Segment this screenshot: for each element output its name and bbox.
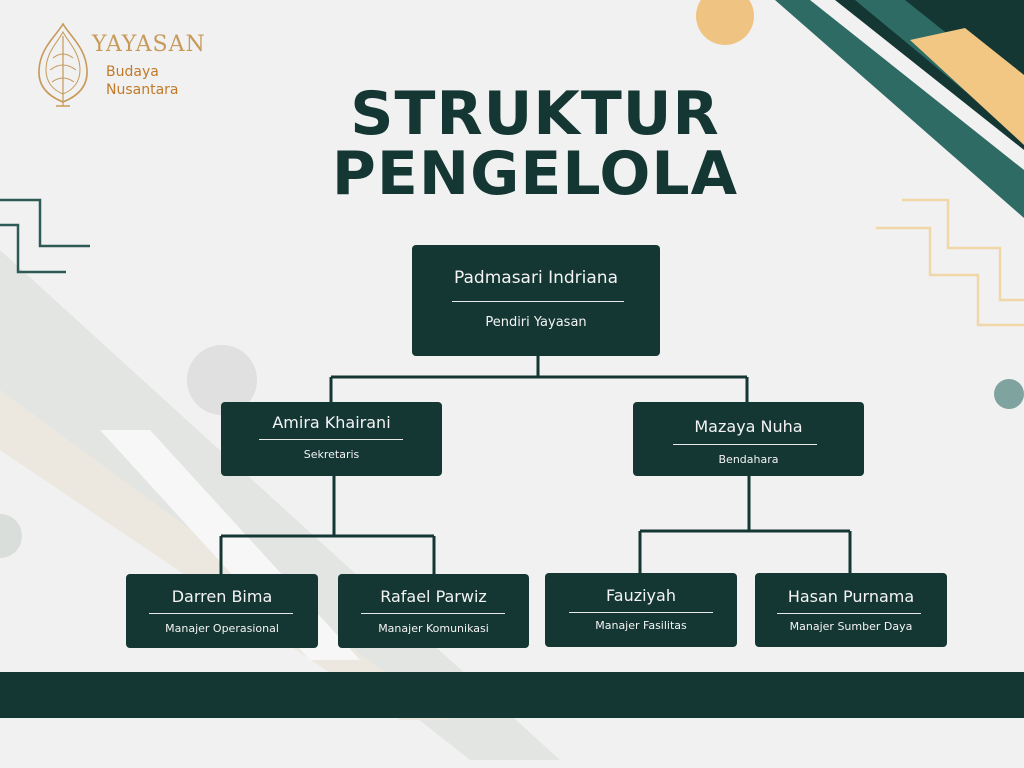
brand-subtitle: Budaya Nusantara (106, 63, 226, 99)
node-name: Darren Bima (171, 587, 273, 606)
page-title-line1: STRUKTUR (350, 79, 720, 149)
gold-stripe (910, 28, 1024, 145)
node-role: Manajer Komunikasi (378, 622, 489, 635)
connector-root (329, 356, 749, 402)
right-zigzag-1 (902, 198, 1024, 302)
teal-stripe-1 (775, 0, 1024, 218)
grey-circle (187, 345, 257, 415)
node-role: Bendahara (718, 453, 779, 466)
node-left-child-1: Darren Bima Manajer Operasional (126, 574, 318, 648)
node-role: Manajer Sumber Daya (789, 620, 913, 633)
node-right-child-1: Fauziyah Manajer Fasilitas (545, 573, 737, 647)
gold-circle (696, 0, 754, 45)
grey-circle-small (0, 514, 22, 558)
teal-circle (994, 379, 1024, 409)
node-divider (149, 613, 293, 614)
left-zigzag-1 (0, 198, 90, 248)
node-right: Mazaya Nuha Bendahara (633, 402, 864, 476)
page-title: STRUKTUR PENGELOLA (280, 84, 790, 204)
gunungan-logo (38, 22, 88, 107)
right-zigzag-2 (876, 226, 1024, 327)
node-divider (361, 613, 505, 614)
brand-subtitle-line2: Nusantara (106, 82, 179, 98)
brand-word: YAYASAN (92, 32, 206, 57)
node-divider (777, 613, 921, 614)
connector-left (219, 476, 436, 574)
node-role: Sekretaris (303, 448, 360, 461)
node-left: Amira Khairani Sekretaris (221, 402, 442, 476)
node-name: Padmasari Indriana (454, 268, 618, 288)
node-name: Fauziyah (606, 586, 676, 605)
node-divider (452, 301, 624, 302)
node-name: Rafael Parwiz (380, 587, 487, 606)
node-divider (673, 444, 817, 445)
node-name: Mazaya Nuha (694, 417, 803, 436)
page-title-line2: PENGELOLA (331, 139, 739, 209)
connector-right (638, 476, 852, 573)
node-divider (569, 612, 713, 613)
footer-bar (0, 672, 1024, 718)
node-role: Manajer Operasional (165, 622, 279, 635)
dark-stripe-2 (960, 0, 1024, 45)
node-right-child-2: Hasan Purnama Manajer Sumber Daya (755, 573, 947, 647)
node-role: Pendiri Yayasan (485, 315, 587, 330)
node-root: Padmasari Indriana Pendiri Yayasan (412, 245, 660, 356)
left-zigzag-2 (0, 223, 66, 274)
node-name: Amira Khairani (272, 413, 391, 432)
node-divider (259, 439, 403, 440)
node-name: Hasan Purnama (787, 587, 915, 606)
brand-subtitle-line1: Budaya (106, 64, 159, 80)
node-left-child-2: Rafael Parwiz Manajer Komunikasi (338, 574, 529, 648)
node-role: Manajer Fasilitas (595, 619, 687, 632)
